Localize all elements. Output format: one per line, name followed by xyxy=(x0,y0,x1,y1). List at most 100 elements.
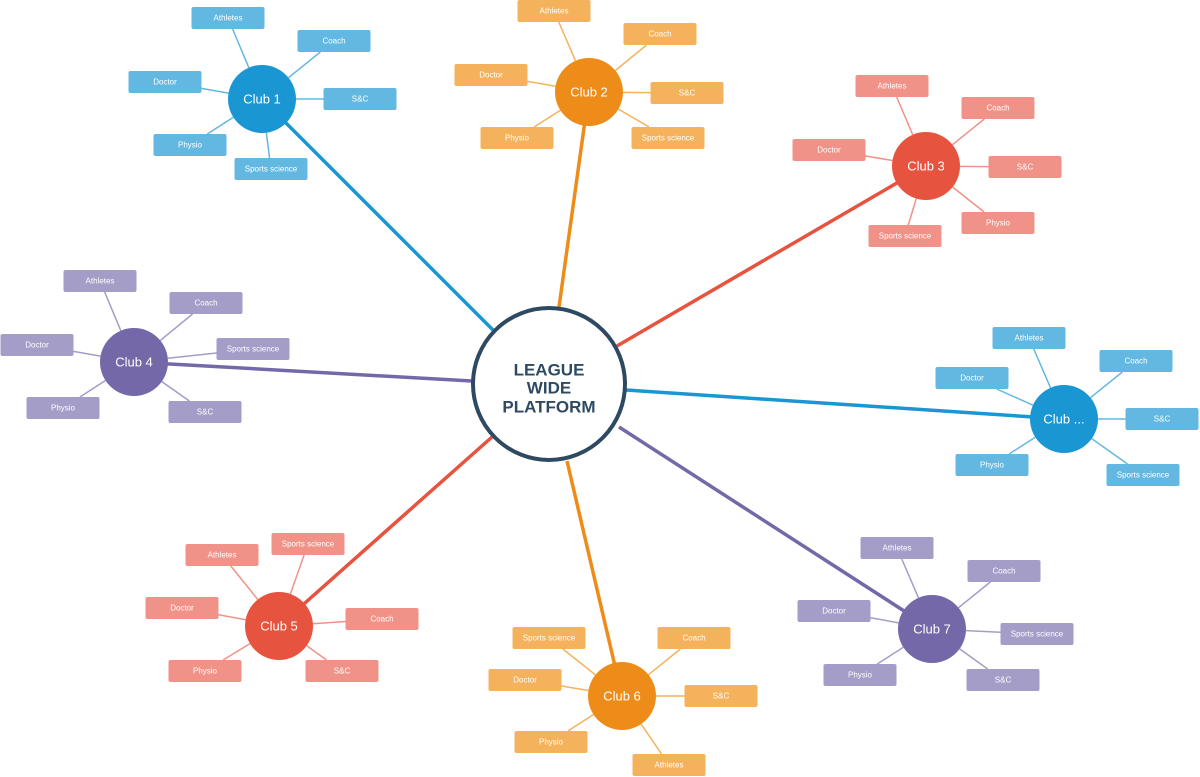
club-1-role-box[interactable] xyxy=(234,158,308,180)
club-6-role-box[interactable] xyxy=(632,754,706,776)
club-more-role-node[interactable]: Doctor xyxy=(935,367,1009,389)
club-2-role-box[interactable] xyxy=(454,64,528,86)
club-more-role-node[interactable]: Sports science xyxy=(1106,464,1180,486)
club-2-role-node[interactable]: Doctor xyxy=(454,64,528,86)
club-5-role-box[interactable] xyxy=(145,597,219,619)
club-1-role-node[interactable]: Coach xyxy=(297,30,371,52)
club-3-role-node[interactable]: Sports science xyxy=(868,225,942,247)
club-5-role-node[interactable]: Athletes xyxy=(185,544,259,566)
club-2-role-node[interactable]: Coach xyxy=(623,23,697,45)
club-more-role-box[interactable] xyxy=(955,454,1029,476)
club-1-role-node[interactable]: S&C xyxy=(323,88,397,110)
club-4-role-box[interactable] xyxy=(26,397,100,419)
club-7-role-node[interactable]: Sports science xyxy=(1000,623,1074,645)
club-5-role-box[interactable] xyxy=(168,660,242,682)
club-5-role-node[interactable]: Coach xyxy=(345,608,419,630)
club-4-role-box[interactable] xyxy=(216,338,290,360)
club-5-hub[interactable]: Club 5 xyxy=(245,592,313,660)
club-2-role-box[interactable] xyxy=(631,127,705,149)
club-4-role-node[interactable]: Physio xyxy=(26,397,100,419)
club-1-role-box[interactable] xyxy=(297,30,371,52)
club-3-role-box[interactable] xyxy=(792,139,866,161)
club-5-role-node[interactable]: S&C xyxy=(305,660,379,682)
club-more-hub[interactable]: Club ... xyxy=(1030,385,1098,453)
club-7-role-box[interactable] xyxy=(823,664,897,686)
club-6-role-node[interactable]: Sports science xyxy=(512,627,586,649)
club-3-role-node[interactable]: Doctor xyxy=(792,139,866,161)
club-7-hub[interactable]: Club 7 xyxy=(898,595,966,663)
club-more-role-box[interactable] xyxy=(1106,464,1180,486)
club-5-role-box[interactable] xyxy=(185,544,259,566)
club-more-role-box[interactable] xyxy=(1125,408,1199,430)
club-1-role-box[interactable] xyxy=(323,88,397,110)
club-2-hub-circle[interactable] xyxy=(555,58,623,126)
club-7-role-node[interactable]: S&C xyxy=(966,669,1040,691)
club-2-role-box[interactable] xyxy=(480,127,554,149)
club-2-hub[interactable]: Club 2 xyxy=(555,58,623,126)
club-1-role-node[interactable]: Athletes xyxy=(191,7,265,29)
club-7-role-node[interactable]: Doctor xyxy=(797,600,871,622)
club-6-role-box[interactable] xyxy=(684,685,758,707)
club-2-role-box[interactable] xyxy=(650,82,724,104)
center-node[interactable]: LEAGUE WIDE PLATFORM xyxy=(471,306,627,462)
club-3-role-box[interactable] xyxy=(961,212,1035,234)
club-4-role-box[interactable] xyxy=(63,270,137,292)
club-1-role-node[interactable]: Physio xyxy=(153,134,227,156)
club-3-role-node[interactable]: S&C xyxy=(988,156,1062,178)
club-5-role-node[interactable]: Doctor xyxy=(145,597,219,619)
club-6-role-box[interactable] xyxy=(488,669,562,691)
club-3-hub-circle[interactable] xyxy=(892,132,960,200)
club-7-role-box[interactable] xyxy=(860,537,934,559)
club-1-role-node[interactable]: Doctor xyxy=(128,71,202,93)
club-7-role-box[interactable] xyxy=(966,669,1040,691)
club-1-role-node[interactable]: Sports science xyxy=(234,158,308,180)
club-3-hub[interactable]: Club 3 xyxy=(892,132,960,200)
club-6-role-box[interactable] xyxy=(514,731,588,753)
club-4-role-node[interactable]: Doctor xyxy=(0,334,74,356)
club-more-role-node[interactable]: Athletes xyxy=(992,327,1066,349)
club-1-role-box[interactable] xyxy=(153,134,227,156)
club-more-role-node[interactable]: Physio xyxy=(955,454,1029,476)
club-4-role-node[interactable]: Sports science xyxy=(216,338,290,360)
club-more-hub-circle[interactable] xyxy=(1030,385,1098,453)
club-more-role-node[interactable]: Coach xyxy=(1099,350,1173,372)
club-6-role-node[interactable]: Physio xyxy=(514,731,588,753)
club-4-role-node[interactable]: Coach xyxy=(169,292,243,314)
club-2-role-node[interactable]: Sports science xyxy=(631,127,705,149)
club-5-role-box[interactable] xyxy=(345,608,419,630)
club-more-role-box[interactable] xyxy=(935,367,1009,389)
club-6-role-node[interactable]: Coach xyxy=(657,627,731,649)
club-7-hub-circle[interactable] xyxy=(898,595,966,663)
club-5-role-box[interactable] xyxy=(305,660,379,682)
club-more-role-box[interactable] xyxy=(992,327,1066,349)
club-4-role-node[interactable]: Athletes xyxy=(63,270,137,292)
club-3-role-box[interactable] xyxy=(868,225,942,247)
club-1-role-box[interactable] xyxy=(128,71,202,93)
club-3-role-box[interactable] xyxy=(855,75,929,97)
club-4-hub[interactable]: Club 4 xyxy=(100,328,168,396)
club-more-role-node[interactable]: S&C xyxy=(1125,408,1199,430)
club-1-role-box[interactable] xyxy=(191,7,265,29)
club-4-role-box[interactable] xyxy=(169,292,243,314)
club-4-hub-circle[interactable] xyxy=(100,328,168,396)
club-7-role-node[interactable]: Athletes xyxy=(860,537,934,559)
club-6-role-node[interactable]: Doctor xyxy=(488,669,562,691)
club-3-role-node[interactable]: Coach xyxy=(961,97,1035,119)
club-5-role-node[interactable]: Physio xyxy=(168,660,242,682)
club-2-role-box[interactable] xyxy=(517,0,591,22)
club-2-role-node[interactable]: Physio xyxy=(480,127,554,149)
club-6-hub-circle[interactable] xyxy=(588,662,656,730)
club-6-role-node[interactable]: S&C xyxy=(684,685,758,707)
club-2-role-box[interactable] xyxy=(623,23,697,45)
club-6-role-box[interactable] xyxy=(512,627,586,649)
club-1-hub[interactable]: Club 1 xyxy=(228,65,296,133)
club-5-role-box[interactable] xyxy=(271,533,345,555)
club-7-role-box[interactable] xyxy=(797,600,871,622)
club-3-role-node[interactable]: Physio xyxy=(961,212,1035,234)
club-3-role-box[interactable] xyxy=(961,97,1035,119)
club-4-role-box[interactable] xyxy=(0,334,74,356)
club-2-role-node[interactable]: Athletes xyxy=(517,0,591,22)
club-6-hub[interactable]: Club 6 xyxy=(588,662,656,730)
club-4-role-box[interactable] xyxy=(168,401,242,423)
club-more-role-box[interactable] xyxy=(1099,350,1173,372)
